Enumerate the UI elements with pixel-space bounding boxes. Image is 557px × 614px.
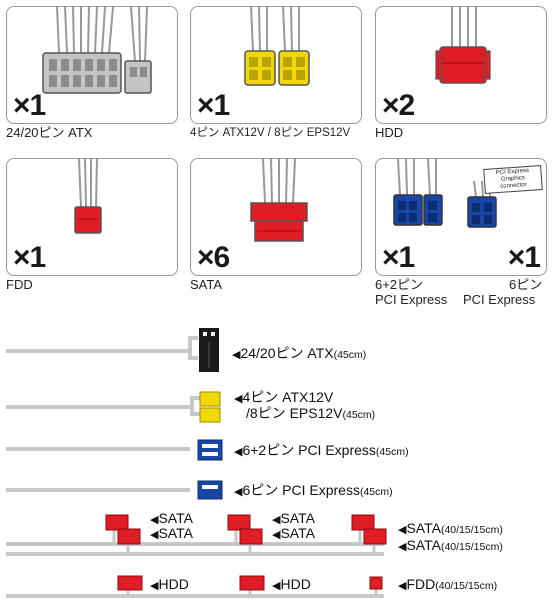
sata-label-1a: ◀SATA [150,510,193,526]
fdd-connector-illustration [74,159,102,234]
pcie6-cable-label: ◀6ピン PCI Express(45cm) [234,482,393,498]
tile-hdd-caption: HDD [375,125,404,140]
tile-eps-caption: 4ピン ATX12V / 8ピン EPS12V [190,127,351,139]
pcie-note: PCI Express Graphics connector [483,165,543,194]
pcie62-cable-label: ◀6+2ピン PCI Express(45cm) [234,442,409,458]
tile-eps-count: ×1 [197,89,230,122]
eps-cable [6,391,221,423]
tile-sata: ×6 [190,158,362,276]
sata-label-2a: ◀SATA [272,510,315,526]
sata-cable [6,514,387,556]
atx-cable-label: ◀24/20ピン ATX(45cm) [232,345,367,361]
tile-pcie-caption-right-1: 6ピン [509,277,543,292]
atx-cable [6,328,219,372]
sata-end-label-1: ◀SATA(40/15/15cm) [398,520,503,536]
cable-diagram [6,328,387,598]
tile-atx: ×1 [6,6,178,124]
tile-atx-count: ×1 [13,89,46,122]
tile-eps: ×1 [190,6,362,124]
tile-fdd-count: ×1 [13,241,46,274]
tile-pcie-count-right: ×1 [507,241,541,274]
sata-connector-illustration [250,159,308,242]
tile-pcie-caption-left-1: 6+2ピン [375,277,424,292]
hdd-label-2: ◀HDD [272,576,311,592]
tile-fdd-caption: FDD [6,277,33,292]
pcie62-cable [6,439,223,461]
molex-cable [6,575,384,598]
tile-pcie-caption-right-2: PCI Express [463,292,536,307]
tile-pcie-caption-left-2: PCI Express [375,292,448,307]
pcie6-cable [6,480,223,500]
tile-fdd: ×1 [6,158,178,276]
tile-atx-caption: 24/20ピン ATX [6,125,93,140]
tile-pcie: PCI Express Graphics connector ×1 ×1 [375,158,547,276]
eps-connector-illustration [244,7,310,86]
pointer-icon: ◀ [234,393,243,405]
tile-sata-count: ×6 [197,241,230,274]
eps-cable-label-2: /8ピン EPS12V(45cm) [246,405,376,421]
atx-connector-illustration [42,7,152,94]
hdd-label-1: ◀HDD [150,576,189,592]
sata-end-label-2: ◀SATA(40/15/15cm) [398,537,503,553]
pointer-icon: ◀ [232,349,241,361]
sata-label-1b: ◀SATA [150,525,193,541]
sata-label-2b: ◀SATA [272,525,315,541]
hdd-molex-connector-illustration [435,7,491,84]
fdd-label: ◀FDD(40/15/15cm) [398,576,498,592]
pointer-icon: ◀ [234,486,243,498]
tile-hdd-count: ×2 [382,89,415,122]
tile-pcie-count-left: ×1 [382,241,415,274]
eps-cable-label-1: ◀4ピン ATX12V [234,389,334,405]
pcie-connector-illustration [393,159,497,228]
pointer-icon: ◀ [234,446,243,458]
tile-hdd: ×2 [375,6,547,124]
tile-sata-caption: SATA [190,277,223,292]
